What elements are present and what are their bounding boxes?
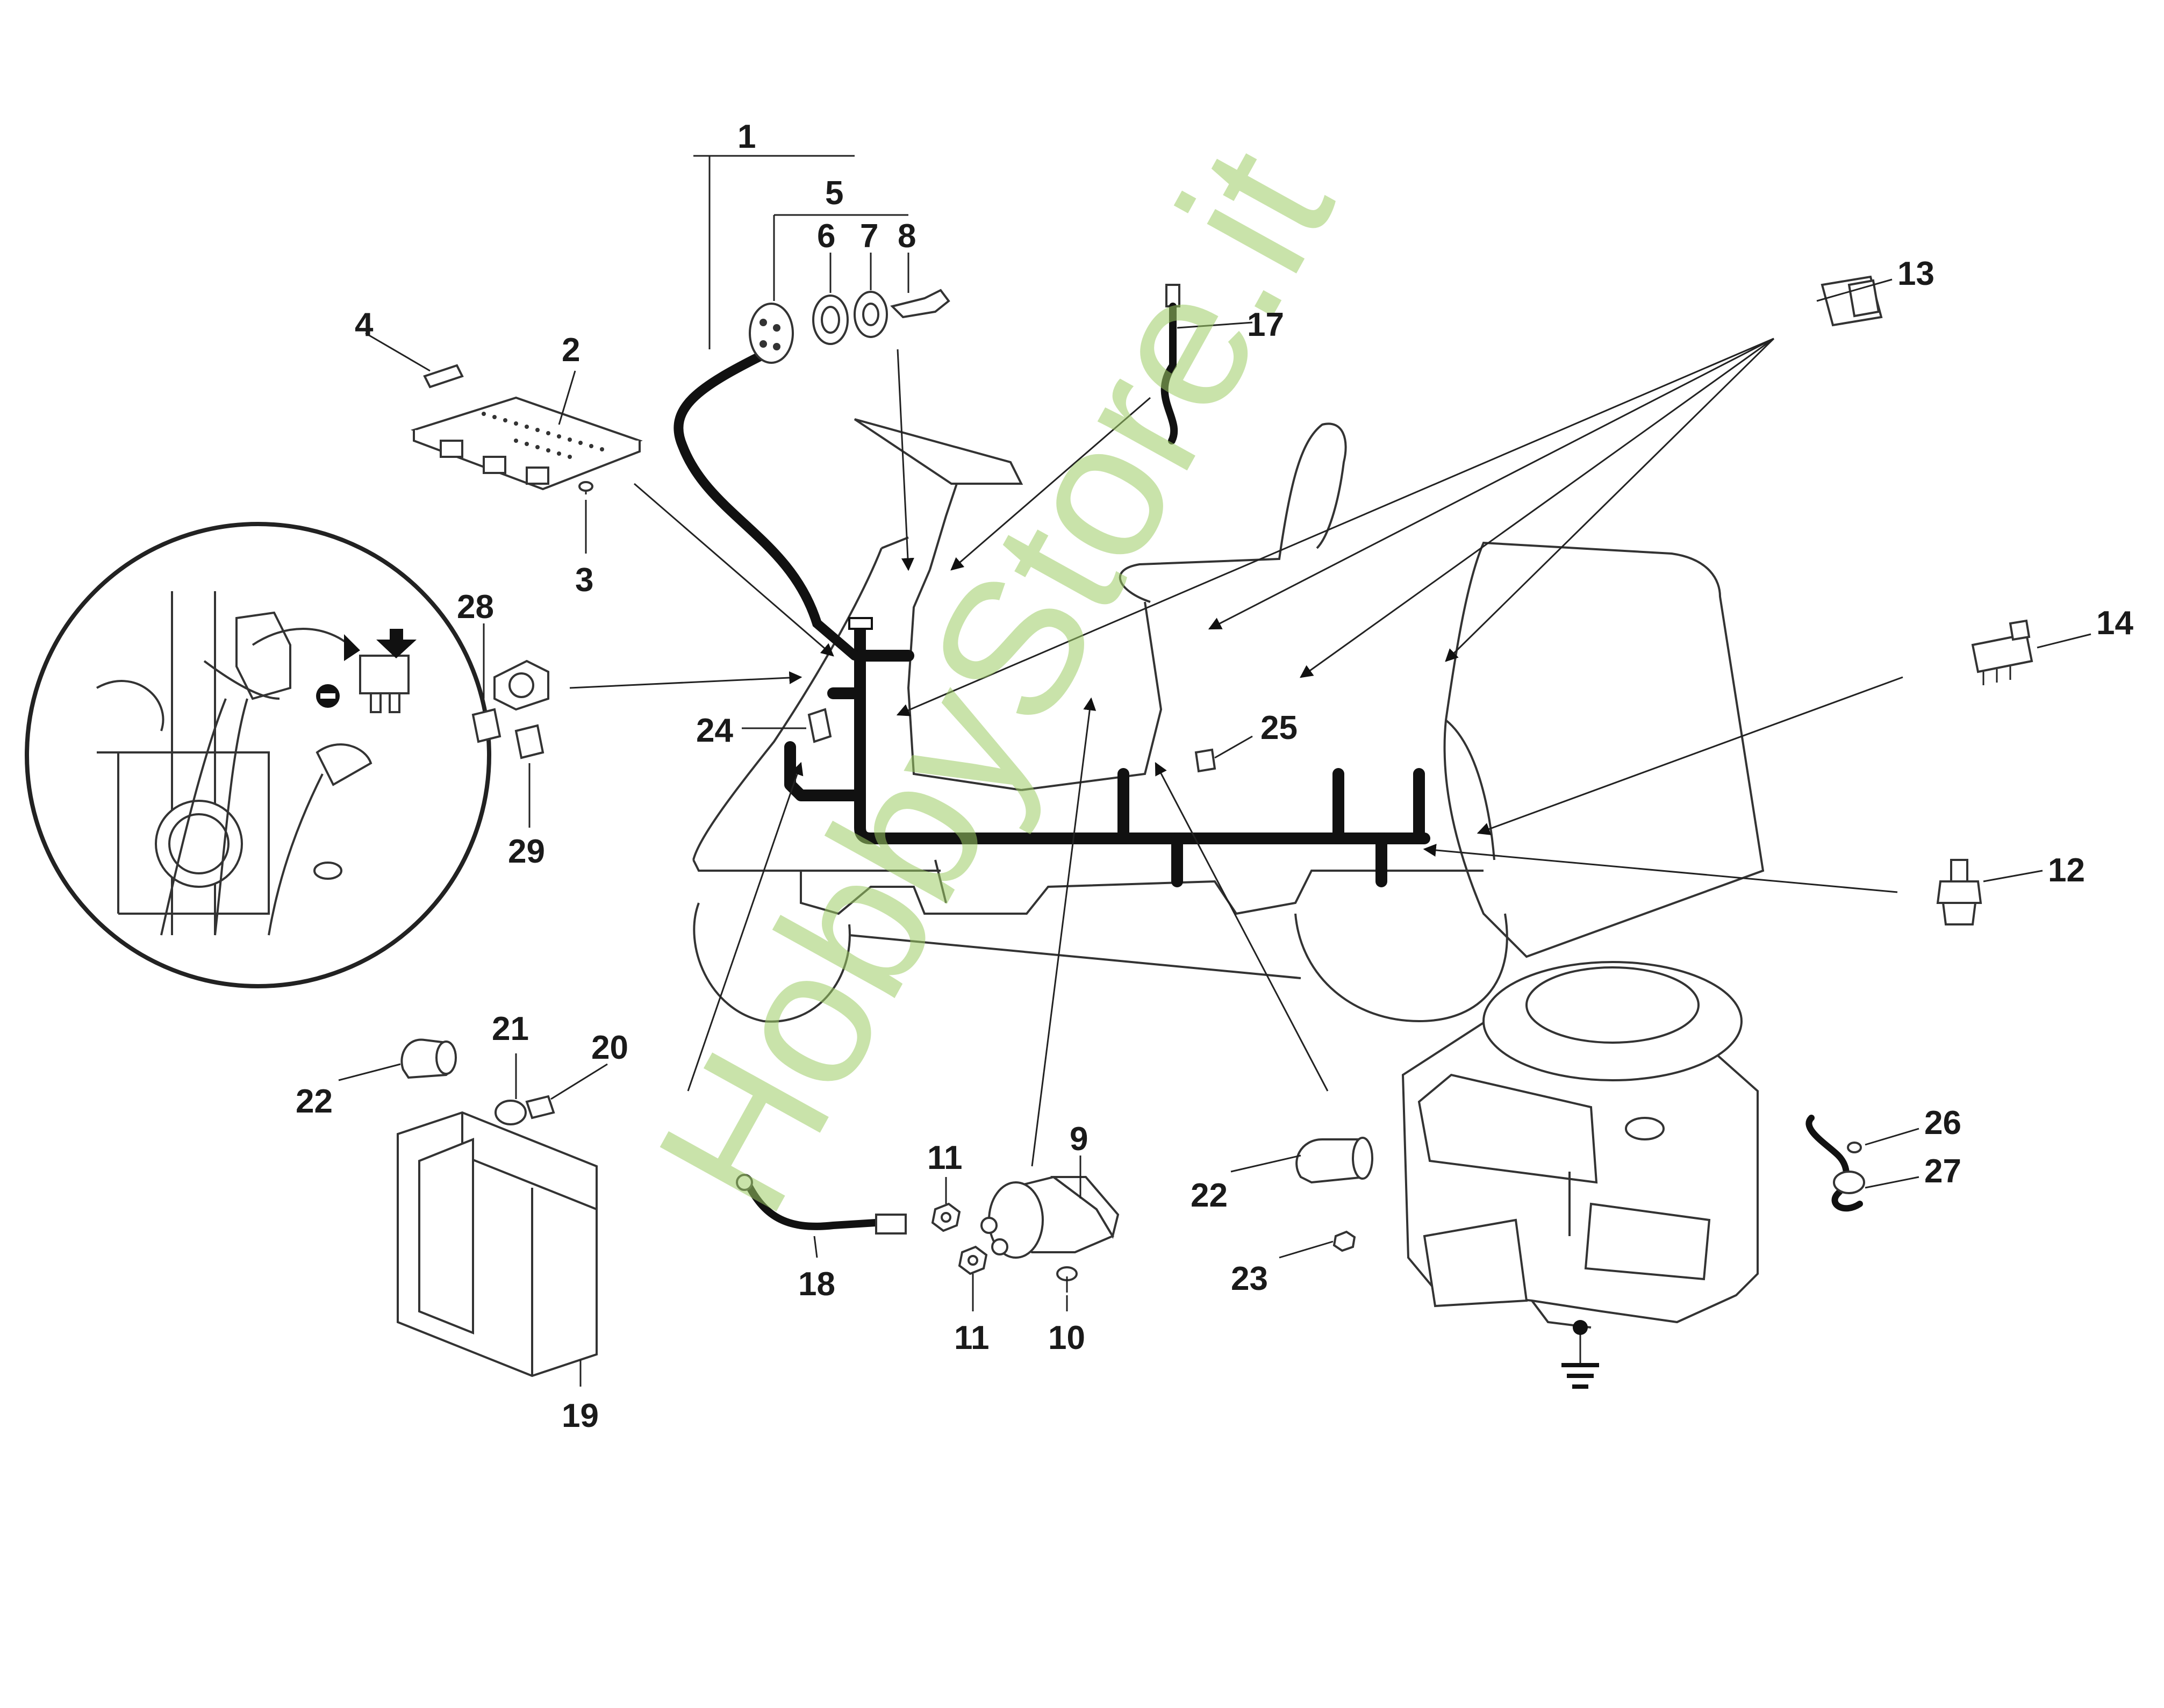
callout-19: 19 — [562, 1397, 599, 1434]
callout-26: 26 — [1924, 1104, 1961, 1142]
spark-cap-22 — [1295, 1137, 1373, 1184]
wiring-harness — [784, 617, 1430, 887]
callout-10: 10 — [1048, 1319, 1085, 1357]
spring-26-27 — [1805, 1115, 1865, 1212]
callout-24: 24 — [696, 712, 733, 749]
callout-11-top: 11 — [927, 1139, 963, 1176]
callout-4: 4 — [355, 306, 374, 343]
callout-9: 9 — [1070, 1121, 1088, 1158]
nut-23 — [1332, 1230, 1356, 1252]
screw-10 — [1056, 1266, 1078, 1293]
sensor-wire — [1160, 284, 1180, 444]
circuit-board — [410, 364, 643, 494]
solenoid — [980, 1175, 1120, 1259]
callout-12: 12 — [2048, 852, 2085, 889]
callout-20: 20 — [591, 1029, 628, 1066]
callout-28: 28 — [457, 589, 494, 626]
engine — [1401, 961, 1759, 1389]
callout-25: 25 — [1260, 709, 1298, 747]
clip-24 — [807, 708, 832, 743]
battery-cap-left — [400, 1038, 457, 1079]
relay-parts — [471, 659, 549, 759]
inset-detail — [25, 522, 491, 988]
callout-29: 29 — [508, 833, 545, 870]
callout-17: 17 — [1247, 306, 1284, 343]
callout-27: 27 — [1924, 1153, 1961, 1190]
microswitch-14 — [1971, 619, 2033, 685]
ignition-switch-assembly — [673, 289, 950, 661]
callout-22-battery: 22 — [296, 1083, 333, 1120]
callout-18: 18 — [798, 1266, 835, 1303]
sensor-12 — [1936, 859, 1982, 925]
tractor-outline — [692, 418, 1765, 1023]
switch-13 — [1821, 275, 1883, 327]
callout-7: 7 — [860, 218, 878, 255]
callout-6: 6 — [817, 218, 835, 255]
callout-11-bottom: 11 — [954, 1319, 990, 1357]
callout-1: 1 — [737, 118, 756, 155]
clip-25 — [1194, 748, 1216, 773]
callout-14: 14 — [2096, 605, 2133, 642]
leader-lines — [338, 155, 2091, 1387]
callout-labels: 1 2 3 4 5 6 7 8 9 10 11 11 12 13 14 17 1… — [296, 118, 2133, 1434]
callout-3: 3 — [575, 562, 593, 599]
callout-8: 8 — [898, 218, 916, 255]
hex-nuts — [931, 1202, 988, 1275]
callout-21: 21 — [492, 1010, 529, 1047]
callout-2: 2 — [562, 332, 580, 369]
battery — [397, 1095, 598, 1377]
callout-13: 13 — [1897, 255, 1934, 292]
ground-cable — [736, 1174, 907, 1235]
callout-23: 23 — [1231, 1260, 1268, 1297]
callout-22-engine: 22 — [1191, 1177, 1228, 1214]
callout-5: 5 — [825, 175, 843, 212]
